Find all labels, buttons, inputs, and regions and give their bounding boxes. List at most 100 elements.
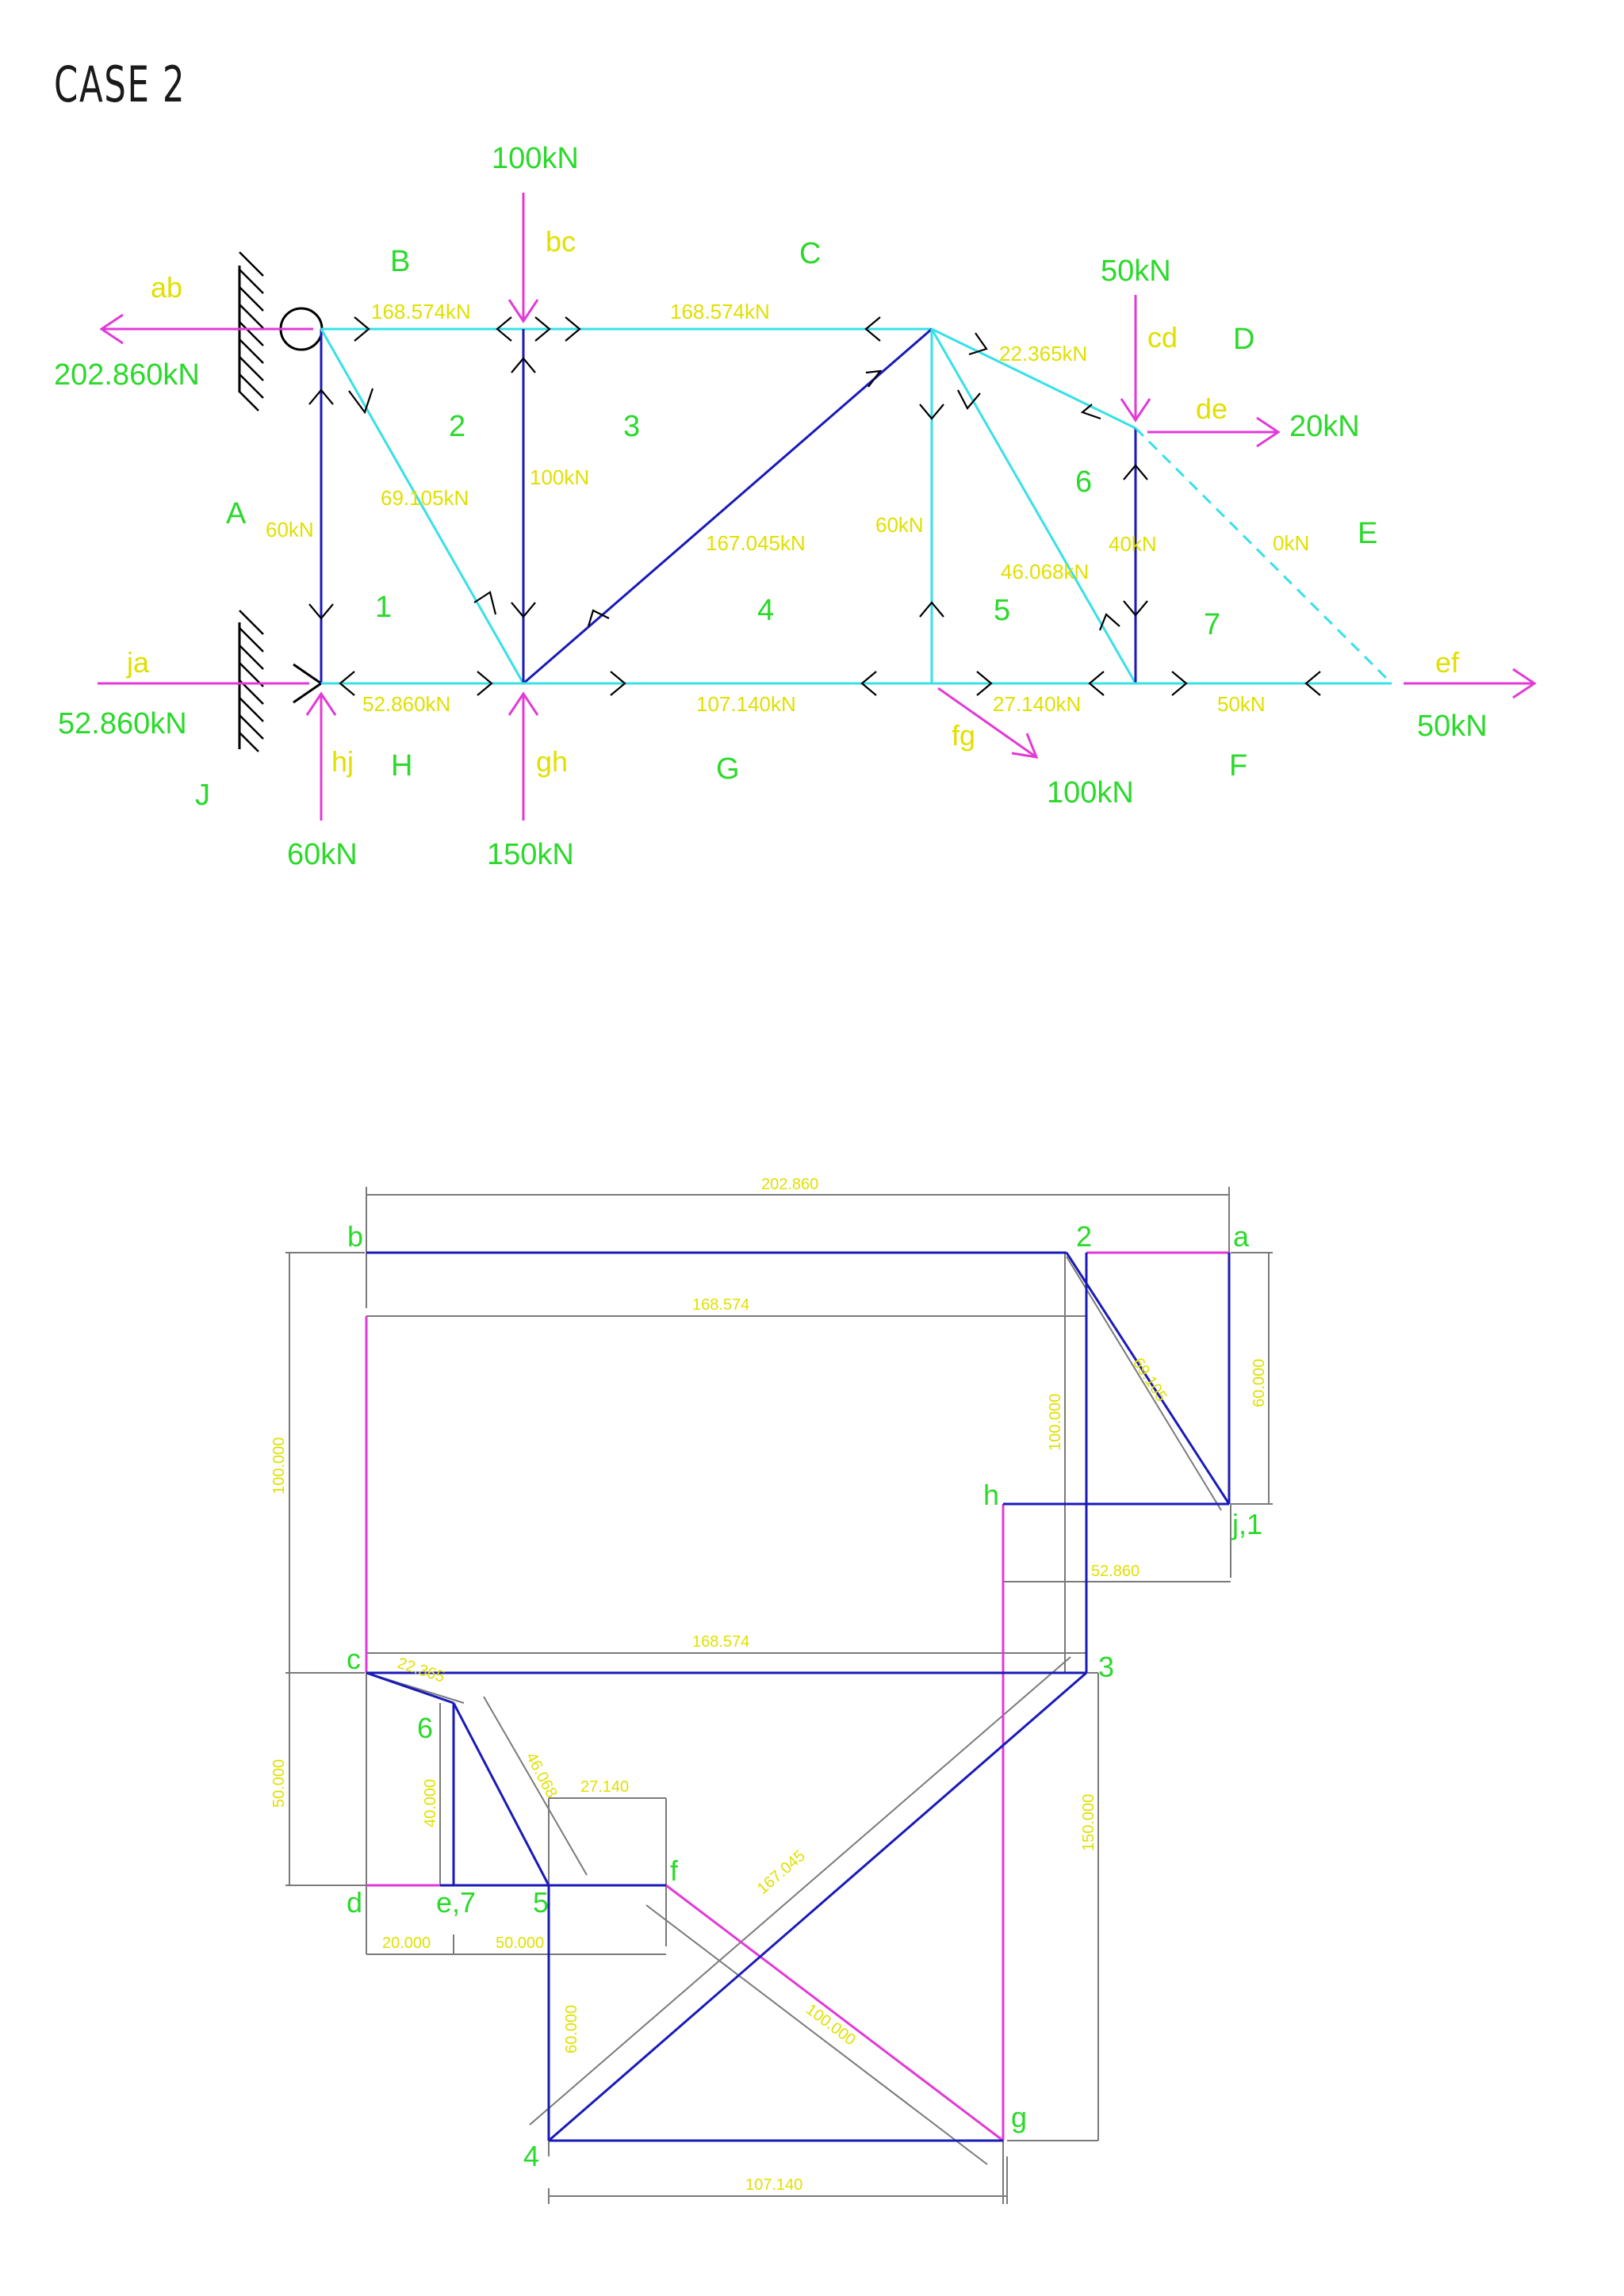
load-tag-cd: cd <box>1147 321 1178 354</box>
dim-v-100: 100.000 <box>1047 1394 1064 1451</box>
right-diagonal <box>930 328 1137 684</box>
force-bot-far: 50kN <box>1217 692 1266 716</box>
force-diag-long: 167.045kN <box>706 531 806 555</box>
region-A: A <box>226 497 247 530</box>
dim-v-150: 150.000 <box>1080 1794 1097 1851</box>
point-2: 2 <box>1076 1220 1092 1253</box>
dim-h-50: 50.000 <box>496 1934 544 1952</box>
force-top-slope: 22.365kN <box>999 342 1087 365</box>
pin-support-top <box>238 251 324 411</box>
point-c: c <box>347 1643 361 1675</box>
region-J: J <box>195 779 210 812</box>
force-member-lines <box>366 1251 1231 2142</box>
load-value-bc: 100kN <box>492 142 579 175</box>
region-3: 3 <box>623 410 640 443</box>
dim-mid-168: 168.574 <box>692 1633 749 1651</box>
load-value-ef: 50kN <box>1417 710 1488 743</box>
force-top-left: 168.574kN <box>371 300 471 323</box>
region-6: 6 <box>1075 465 1092 499</box>
left-diagonal <box>320 328 525 684</box>
force-dimension-labels: 202.860 168.574 168.574 52.860 27.140 20… <box>270 1176 1268 2194</box>
load-value-ab: 202.860kN <box>54 358 200 392</box>
dim-h-20: 20.000 <box>382 1934 431 1952</box>
dim-bot-107: 107.140 <box>745 2176 802 2194</box>
truss-diagram: ab 202.860kN bc 100kN cd 50kN de 20kN ef… <box>54 142 1537 871</box>
point-j1: j,1 <box>1231 1508 1262 1540</box>
load-value-hj: 60kN <box>287 838 358 871</box>
force-bot-mid: 107.140kN <box>696 692 796 716</box>
dim-left-100: 100.000 <box>270 1437 288 1494</box>
force-top-mid: 168.574kN <box>670 300 770 323</box>
force-vert-right: 60kN <box>875 513 924 537</box>
region-B: B <box>390 245 410 278</box>
dim-d-22: 22.365 <box>395 1655 446 1686</box>
region-G: G <box>716 752 740 786</box>
point-e7: e,7 <box>436 1886 476 1919</box>
force-dashed: 0kN <box>1273 531 1309 555</box>
point-5: 5 <box>533 1886 549 1919</box>
force-left-vertical: 60kN <box>266 518 314 541</box>
member-arrowheads <box>308 316 1321 696</box>
load-tag-fg: fg <box>952 719 975 752</box>
region-4: 4 <box>757 594 774 627</box>
point-h: h <box>983 1479 999 1511</box>
point-d: d <box>347 1886 362 1919</box>
load-labels: ab 202.860kN bc 100kN cd 50kN de 20kN ef… <box>54 142 1488 871</box>
region-7: 7 <box>1204 608 1220 641</box>
region-E: E <box>1358 517 1377 550</box>
region-1: 1 <box>375 591 392 624</box>
point-6: 6 <box>417 1712 433 1744</box>
long-diagonal <box>523 327 933 685</box>
dim-v-60: 60.000 <box>563 2005 580 2053</box>
region-2: 2 <box>449 410 465 443</box>
truss-members <box>320 327 1393 685</box>
roller-support-bottom <box>238 610 324 752</box>
member-force-labels: 168.574kN 168.574kN 22.365kN 60kN 69.105… <box>266 300 1309 716</box>
region-labels: A B C D E F G H J 1 2 3 4 5 6 7 <box>195 237 1377 812</box>
point-g: g <box>1011 2101 1027 2133</box>
dim-diag-69: 69.105 <box>1129 1355 1170 1405</box>
dim-h-27: 27.140 <box>580 1778 629 1796</box>
dim-d-46: 46.068 <box>523 1750 561 1800</box>
region-D: D <box>1233 323 1254 356</box>
dim-inner-top: 168.574 <box>692 1296 749 1314</box>
dim-right-60: 60.000 <box>1251 1359 1268 1407</box>
load-value-ja: 52.860kN <box>58 707 187 740</box>
load-tag-gh: gh <box>536 745 568 778</box>
load-value-gh: 150kN <box>487 838 574 871</box>
region-F: F <box>1229 749 1247 783</box>
load-tag-ef: ef <box>1435 646 1460 679</box>
zero-force-member <box>1134 427 1393 685</box>
force-bot-left: 52.860kN <box>362 692 450 716</box>
page-title: CASE 2 <box>54 55 186 113</box>
load-tag-ja: ja <box>126 646 150 679</box>
load-value-fg: 100kN <box>1047 776 1134 809</box>
region-H: H <box>391 749 412 783</box>
force-vert-far: 40kN <box>1109 532 1157 556</box>
force-diagram: a b c d e,7 f g h j,1 2 3 4 5 6 202.860 … <box>270 1176 1273 2204</box>
force-diag-right: 46.068kN <box>1001 560 1089 584</box>
point-a: a <box>1233 1220 1250 1253</box>
load-tag-ab: ab <box>151 271 182 304</box>
force-vert-mid: 100kN <box>530 465 589 489</box>
load-arrows <box>98 193 1537 821</box>
force-load-lines <box>365 1251 1229 2142</box>
dim-top: 202.860 <box>761 1176 818 1193</box>
region-5: 5 <box>994 594 1010 627</box>
point-f: f <box>670 1854 679 1887</box>
load-tag-de: de <box>1196 392 1228 425</box>
point-b: b <box>347 1220 363 1253</box>
region-C: C <box>799 237 821 270</box>
dim-v-40: 40.000 <box>422 1779 439 1827</box>
force-point-labels: a b c d e,7 f g h j,1 2 3 4 5 6 <box>347 1220 1262 2172</box>
top-slope-chord <box>931 327 1136 430</box>
force-bot-right: 27.140kN <box>993 692 1081 716</box>
point-3: 3 <box>1098 1651 1114 1683</box>
load-value-de: 20kN <box>1289 410 1360 443</box>
point-4: 4 <box>523 2140 539 2172</box>
dim-h-52: 52.860 <box>1091 1563 1139 1580</box>
load-tag-hj: hj <box>331 745 354 778</box>
load-value-cd: 50kN <box>1101 254 1171 288</box>
load-tag-bc: bc <box>546 225 576 258</box>
